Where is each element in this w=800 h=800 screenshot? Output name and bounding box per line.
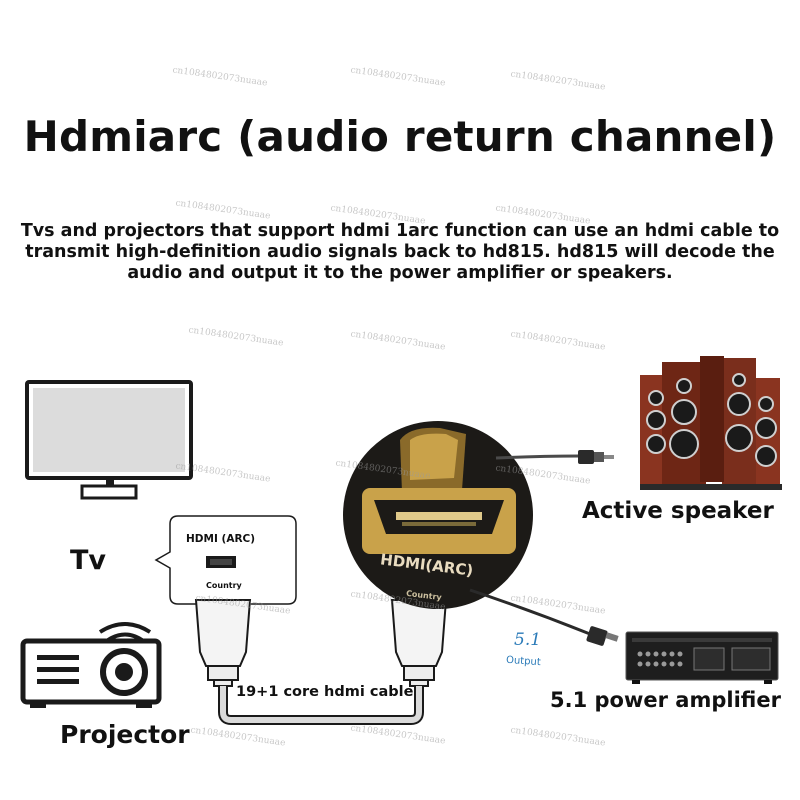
description-text: Tvs and projectors that support hdmi 1ar… [20, 221, 780, 283]
amplifier-connector [586, 626, 619, 646]
projector-label: Projector [60, 720, 190, 749]
power-amplifier-icon [625, 631, 779, 684]
hdmi-arc-closeup [343, 421, 533, 609]
active-speaker-label: Active speaker [582, 498, 774, 524]
tv-label: Tv [70, 545, 107, 576]
hdmi-arc-port-card [154, 515, 297, 605]
speaker-connector [578, 450, 614, 464]
page-title: Hdmiarc (audio return channel) [23, 112, 777, 161]
output-label: Output [505, 654, 542, 669]
tv-icon [25, 380, 193, 500]
projector-icon [20, 622, 162, 708]
port-card-title: HDMI (ARC) [186, 533, 256, 545]
speaker-cable [495, 454, 581, 460]
output-value: 5.1 [514, 630, 542, 650]
power-amplifier-label: 5.1 power amplifier [550, 688, 781, 712]
hdmi-plug-left [194, 599, 252, 687]
active-speaker-icon [640, 356, 782, 490]
port-card-country: Country [206, 581, 242, 590]
cable-label: 19+1 core hdmi cable [236, 684, 414, 700]
hdmi-plug-right [390, 599, 448, 687]
amplifier-cable [469, 588, 591, 636]
